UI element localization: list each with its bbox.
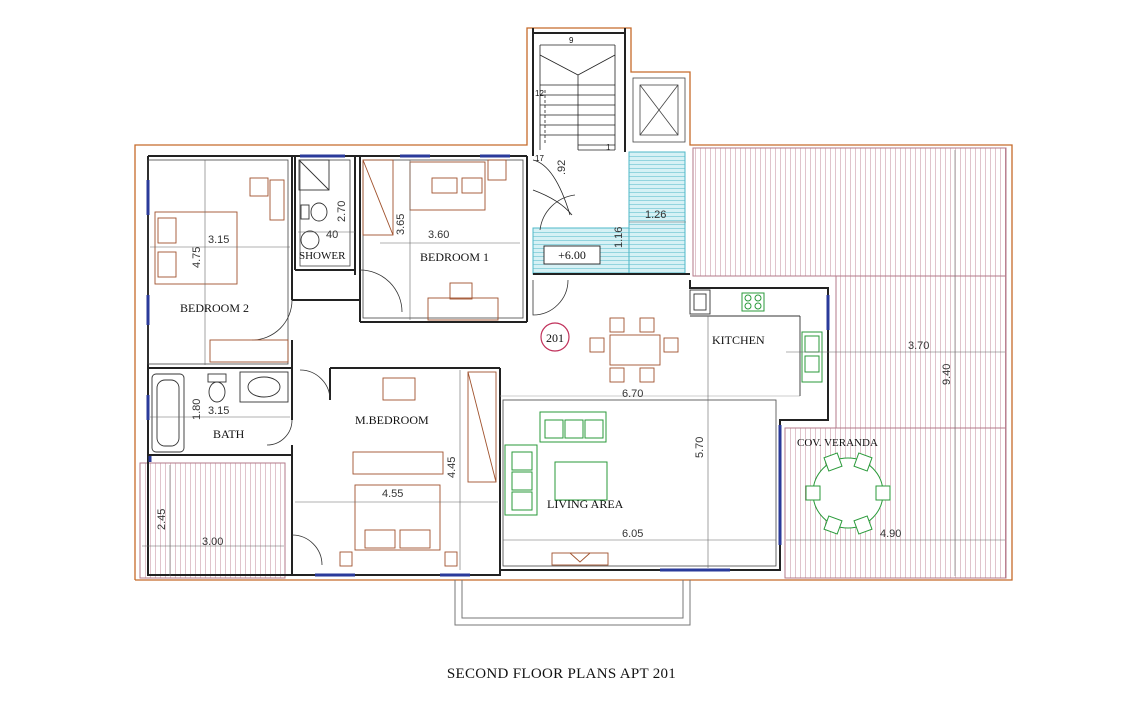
apartment-number-circle: [540, 322, 570, 352]
stair-step-mid: 12: [535, 89, 544, 98]
room-label-bath: BATH: [213, 427, 245, 441]
dim-landing-height: 1.16: [613, 227, 625, 248]
dim-stair-radius: .92: [556, 160, 568, 175]
dim-bath-width: 3.15: [208, 405, 229, 417]
dim-bedroom1-width: 3.60: [428, 229, 449, 241]
lift-shaft: [632, 77, 686, 143]
staircase: [532, 44, 616, 216]
doors: [251, 194, 576, 566]
plan-title: SECOND FLOOR PLANS APT 201: [446, 666, 677, 682]
shower-fixtures: [298, 159, 330, 250]
level-box: [543, 245, 601, 265]
fireplace: [551, 552, 609, 566]
dim-balcony-width: 3.00: [202, 536, 223, 548]
dim-bedroom2-height: 4.75: [191, 247, 203, 268]
bedroom2-furniture: [154, 177, 289, 363]
dim-shower-width: 40: [326, 229, 338, 241]
apartment-number: 201: [546, 331, 564, 345]
stair-step-end: 17: [535, 154, 544, 163]
kitchen-units: [689, 289, 801, 396]
dim-veranda-width-bottom: 4.90: [880, 528, 901, 540]
outer-outline: [134, 27, 1013, 581]
room-label-cov-veranda: COV. VERANDA: [797, 437, 878, 449]
dim-landing-width: 1.26: [645, 209, 666, 221]
room-label-shower: SHOWER: [299, 250, 346, 262]
dim-living-height: 5.70: [694, 437, 706, 458]
front-balcony: [454, 580, 691, 626]
room-label-m-bedroom: M.BEDROOM: [355, 413, 429, 427]
living-furniture: [504, 411, 608, 516]
mbedroom-furniture: [339, 371, 497, 567]
stair-step-top: 9: [569, 36, 574, 45]
dim-bath-height: 1.80: [191, 399, 203, 420]
dim-living-width-top: 6.70: [622, 388, 643, 400]
bath-fixtures: [151, 371, 289, 453]
dim-mbedroom-width: 4.55: [382, 488, 403, 500]
kitchen-appliances: [741, 292, 823, 383]
balcony-deck: [139, 462, 286, 579]
dim-bedroom1-height: 3.65: [395, 214, 407, 235]
dim-balcony-height: 2.45: [156, 509, 168, 530]
dim-veranda-width-top: 3.70: [908, 340, 929, 352]
dim-mbedroom-height: 4.45: [446, 457, 458, 478]
stair-step-start: 1: [606, 143, 611, 152]
dimension-lines: [142, 150, 1005, 576]
dim-shower-height: 2.70: [336, 201, 348, 222]
dining-table: [589, 317, 679, 383]
dim-living-width-bottom: 6.05: [622, 528, 643, 540]
windows: [146, 154, 830, 577]
room-label-living-area: LIVING AREA: [547, 497, 624, 511]
room-label-bedroom-1: BEDROOM 1: [420, 250, 489, 264]
dim-bedroom2-width: 3.15: [208, 234, 229, 246]
stair-landing: [532, 151, 686, 275]
dim-veranda-height: 9.40: [941, 364, 953, 385]
veranda-dining: [805, 452, 891, 535]
room-label-bedroom-2: BEDROOM 2: [180, 301, 249, 315]
level-marker: +6.00: [558, 248, 586, 262]
room-label-kitchen: KITCHEN: [712, 333, 765, 347]
